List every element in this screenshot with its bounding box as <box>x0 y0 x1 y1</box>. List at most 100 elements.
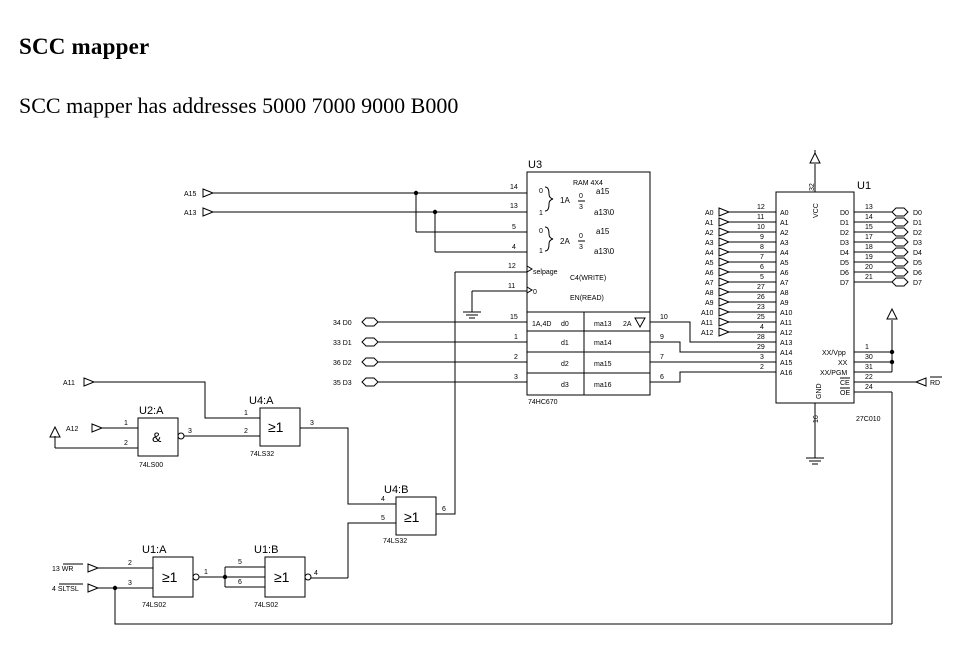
u1-data-pins: 13 14 15 17 18 19 20 21 D0 D1 D2 D3 D4 D… <box>854 204 922 287</box>
svg-text:A16: A16 <box>780 370 793 377</box>
svg-text:D4: D4 <box>840 250 849 257</box>
svg-text:9: 9 <box>660 334 664 341</box>
svg-text:3: 3 <box>579 244 583 251</box>
svg-text:3: 3 <box>514 374 518 381</box>
svg-text:28: 28 <box>757 334 765 341</box>
svg-text:&: & <box>152 429 162 445</box>
svg-text:A5: A5 <box>780 260 789 267</box>
svg-text:1: 1 <box>539 248 543 255</box>
svg-text:≥1: ≥1 <box>274 569 290 585</box>
svg-text:D0: D0 <box>913 210 922 217</box>
net-a11: A11 <box>63 380 75 387</box>
u3-a1310-label: a13\0 <box>594 208 615 217</box>
svg-text:D1: D1 <box>913 220 922 227</box>
svg-text:3: 3 <box>310 420 314 427</box>
svg-text:12: 12 <box>757 204 765 211</box>
svg-text:4: 4 <box>760 324 764 331</box>
svg-text:74LS00: 74LS00 <box>139 462 163 469</box>
svg-text:3: 3 <box>188 428 192 435</box>
svg-text:D0: D0 <box>840 210 849 217</box>
svg-text:A11: A11 <box>780 320 792 327</box>
svg-text:A1: A1 <box>780 220 789 227</box>
svg-text:2A: 2A <box>560 237 570 246</box>
u3-write-label: C4(WRITE) <box>570 275 606 282</box>
svg-text:10: 10 <box>757 224 765 231</box>
svg-text:24: 24 <box>865 384 873 391</box>
u2a-nand-gate: U2:A & 74LS00 A12 1 2 3 <box>49 405 260 469</box>
svg-text:U1:A: U1:A <box>142 544 167 556</box>
svg-text:11: 11 <box>508 283 515 290</box>
u3-part: 74HC670 <box>528 399 558 406</box>
u3-read-label: EN(READ) <box>570 295 604 302</box>
svg-text:74LS02: 74LS02 <box>142 602 166 609</box>
svg-text:D5: D5 <box>913 260 922 267</box>
svg-text:13: 13 <box>510 203 518 210</box>
svg-text:1: 1 <box>244 410 248 417</box>
svg-text:5: 5 <box>238 559 242 566</box>
svg-text:4: 4 <box>512 244 516 251</box>
net-d0: 34 D0 <box>333 320 352 327</box>
svg-text:15: 15 <box>865 224 873 231</box>
svg-text:A2: A2 <box>705 230 714 237</box>
svg-text:A8: A8 <box>705 290 714 297</box>
svg-text:1: 1 <box>514 334 518 341</box>
net-wr: 13 WR <box>52 566 73 573</box>
net-sltsl: 4 SLTSL <box>52 586 79 593</box>
svg-text:1: 1 <box>124 420 128 427</box>
svg-text:A2: A2 <box>780 230 789 237</box>
svg-text:14: 14 <box>865 214 873 221</box>
svg-text:ma13: ma13 <box>594 321 612 328</box>
svg-text:d3: d3 <box>561 382 569 389</box>
net-a15: A15 <box>184 191 197 198</box>
svg-text:A8: A8 <box>780 290 789 297</box>
u3-register-file: U3 RAM 4X4 0 1 1A 0 3 a15 a13\0 0 1 2A 0… <box>526 159 651 406</box>
svg-text:GND: GND <box>816 383 823 399</box>
svg-text:25: 25 <box>757 314 765 321</box>
svg-text:13: 13 <box>865 204 873 211</box>
svg-text:A7: A7 <box>705 280 714 287</box>
svg-text:1: 1 <box>539 210 543 217</box>
svg-text:27: 27 <box>757 284 765 291</box>
svg-text:d0: d0 <box>561 321 569 328</box>
net-d2: 36 D2 <box>333 360 352 367</box>
svg-text:9: 9 <box>760 234 764 241</box>
svg-text:31: 31 <box>865 364 873 371</box>
svg-text:21: 21 <box>865 274 873 281</box>
svg-text:A10: A10 <box>701 310 714 317</box>
svg-text:0: 0 <box>533 289 537 296</box>
svg-text:0: 0 <box>539 188 543 195</box>
svg-text:6: 6 <box>760 264 764 271</box>
svg-text:2: 2 <box>124 440 128 447</box>
svg-text:A6: A6 <box>705 270 714 277</box>
svg-text:19: 19 <box>865 254 873 261</box>
u3-a15-label: a15 <box>596 187 610 196</box>
svg-text:6: 6 <box>442 506 446 513</box>
svg-text:A0: A0 <box>705 210 714 217</box>
svg-text:≥1: ≥1 <box>268 419 284 435</box>
svg-text:4: 4 <box>314 570 318 577</box>
svg-text:74LS32: 74LS32 <box>383 538 407 545</box>
svg-text:14: 14 <box>510 184 518 191</box>
svg-text:A9: A9 <box>705 300 714 307</box>
svg-text:23: 23 <box>757 304 765 311</box>
u3-body <box>526 171 651 313</box>
net-a13: A13 <box>184 210 197 217</box>
svg-text:0: 0 <box>579 233 583 240</box>
svg-text:15: 15 <box>510 314 518 321</box>
svg-text:A9: A9 <box>780 300 789 307</box>
svg-text:12: 12 <box>508 263 516 270</box>
u1-eprom: U1 27C010 VCC 32 GND 16 A0 A1 A2 A3 A4 A… <box>775 150 881 465</box>
svg-text:3: 3 <box>760 354 764 361</box>
svg-text:D4: D4 <box>913 250 922 257</box>
svg-text:ma15: ma15 <box>594 361 612 368</box>
svg-text:A3: A3 <box>705 240 714 247</box>
svg-text:D6: D6 <box>840 270 849 277</box>
svg-text:6: 6 <box>660 374 664 381</box>
svg-text:2: 2 <box>128 560 132 567</box>
svg-text:22: 22 <box>865 374 873 381</box>
svg-text:32: 32 <box>809 183 816 191</box>
svg-text:5: 5 <box>381 515 385 522</box>
svg-text:1: 1 <box>865 344 869 351</box>
net-a12-left: A12 <box>66 426 79 433</box>
svg-text:D6: D6 <box>913 270 922 277</box>
